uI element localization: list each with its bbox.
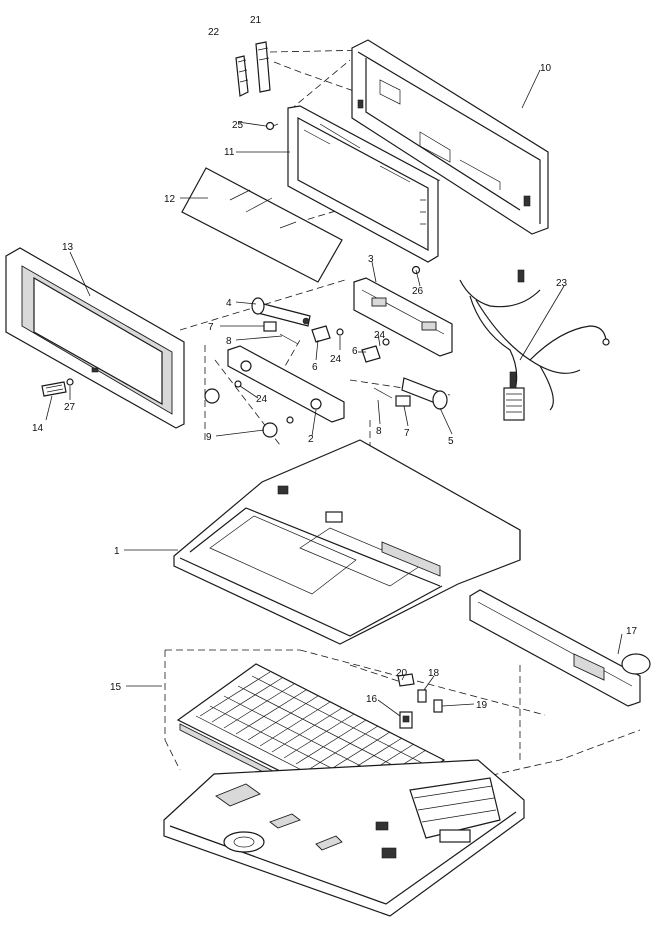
callout-26: 26 bbox=[412, 286, 424, 297]
callout-25: 25 bbox=[232, 120, 244, 131]
part-17-side-bar bbox=[469, 589, 651, 707]
callout-15: 15 bbox=[110, 682, 122, 693]
callout-19: 19 bbox=[476, 700, 488, 711]
callout-24-a: 24 bbox=[330, 354, 342, 365]
part-7-clip-left bbox=[263, 321, 277, 332]
part-6-hinge-knob-left bbox=[311, 325, 331, 343]
callout-2: 2 bbox=[308, 434, 314, 445]
callout-12: 12 bbox=[164, 194, 176, 205]
callout-6-right: 6 bbox=[352, 346, 358, 357]
callout-6-left: 6 bbox=[312, 362, 318, 373]
callout-7-right: 7 bbox=[404, 428, 410, 439]
callout-10: 10 bbox=[540, 63, 552, 74]
callout-3: 3 bbox=[368, 254, 374, 265]
callout-21: 21 bbox=[250, 15, 262, 26]
part-22-strip bbox=[235, 55, 249, 97]
callout-13: 13 bbox=[62, 242, 74, 253]
part-20-cap bbox=[397, 673, 415, 687]
part-18-connector bbox=[417, 689, 427, 703]
part-1-top-case bbox=[173, 439, 521, 645]
callout-5: 5 bbox=[448, 436, 454, 447]
callout-4: 4 bbox=[226, 298, 232, 309]
part-12-glass-panel bbox=[181, 167, 343, 283]
callout-23: 23 bbox=[556, 278, 568, 289]
callout-11: 11 bbox=[224, 147, 235, 158]
callout-20: 20 bbox=[396, 668, 408, 679]
part-9-rubber-feet bbox=[204, 388, 278, 438]
callout-8-right: 8 bbox=[376, 426, 382, 437]
part-3-hinge-bracket bbox=[353, 277, 453, 357]
part-21-strip bbox=[255, 41, 271, 93]
part-11-lcd-frame bbox=[287, 105, 439, 263]
callout-9: 9 bbox=[206, 432, 212, 443]
part-7-clip-right bbox=[395, 395, 411, 407]
part-2-hinge-bar bbox=[227, 345, 345, 423]
part-23-wire-harness bbox=[459, 269, 610, 421]
callout-7-left: 7 bbox=[208, 322, 214, 333]
callout-22: 22 bbox=[208, 27, 220, 38]
callout-24-b: 24 bbox=[374, 330, 386, 341]
callout-1: 1 bbox=[114, 546, 120, 557]
part-24-screws bbox=[234, 328, 390, 424]
part-16-switch bbox=[399, 711, 413, 729]
callout-16: 16 bbox=[366, 694, 378, 705]
callout-18: 18 bbox=[428, 668, 440, 679]
callout-8-left: 8 bbox=[226, 336, 232, 347]
part-27-screw bbox=[66, 378, 74, 386]
callout-27: 27 bbox=[64, 402, 76, 413]
part-8-spring-right bbox=[373, 387, 393, 399]
callout-17: 17 bbox=[626, 626, 638, 637]
part-8-spring-left bbox=[279, 333, 299, 345]
callout-14: 14 bbox=[32, 423, 44, 434]
part-10-display-back-cover bbox=[351, 39, 549, 235]
part-4-hinge-shaft bbox=[251, 297, 311, 327]
part-6-hinge-knob-right bbox=[361, 345, 381, 363]
part-14-tag bbox=[41, 381, 67, 397]
leader-lines bbox=[45, 69, 623, 717]
part-19-connector bbox=[433, 699, 443, 713]
callout-24-c: 24 bbox=[256, 394, 268, 405]
part-25-screw bbox=[265, 121, 279, 131]
callout-labels: 22 21 10 25 11 12 13 3 26 23 4 7 8 6 24 … bbox=[32, 15, 638, 711]
part-13-display-bezel bbox=[5, 247, 185, 429]
part-5-hinge-shaft bbox=[401, 377, 448, 410]
bottom-case bbox=[163, 759, 525, 917]
